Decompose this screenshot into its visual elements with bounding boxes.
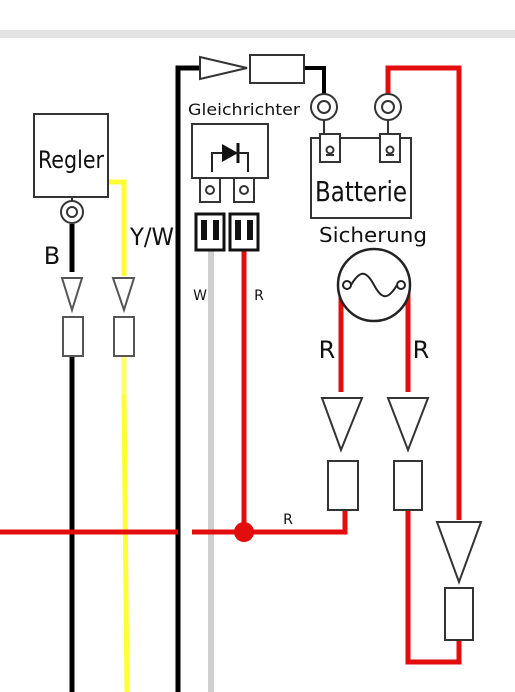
battery-terminals <box>310 93 402 134</box>
rectifier-component <box>191 123 269 203</box>
black-wire-main <box>175 65 326 692</box>
regulator-component: Regler <box>33 113 109 224</box>
rectifier-red-label: R <box>254 288 264 304</box>
black-wire-label: B <box>44 242 60 270</box>
regulator-label: Regler <box>38 146 104 174</box>
fuse-label: Sicherung <box>319 223 427 247</box>
red-junction-dot <box>234 522 254 542</box>
fuse-right-red-label: R <box>413 336 430 364</box>
top-divider <box>0 30 515 38</box>
battery-component: Batterie <box>310 133 412 219</box>
fuse-component <box>336 247 412 323</box>
rectifier-plugs <box>194 212 260 252</box>
yellow-wire <box>108 179 130 692</box>
white-wire-label: W <box>193 288 207 304</box>
rectifier-label: Gleichrichter <box>188 100 300 119</box>
fuse-left-red-label: R <box>319 336 336 364</box>
regulator-connectors <box>60 277 136 357</box>
bottom-red-label: R <box>283 512 293 528</box>
fuse-output-connectors <box>320 397 483 641</box>
yellow-wire-label: Y/W <box>129 223 174 251</box>
top-bar <box>0 0 515 30</box>
battery-label: Batterie <box>315 175 407 208</box>
top-inline-connector <box>199 54 305 84</box>
